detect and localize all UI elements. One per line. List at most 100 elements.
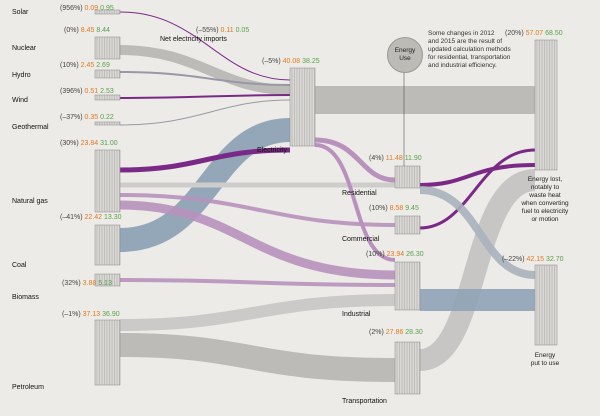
source-values-nuclear: (0%) 8.45 8.44	[64, 27, 110, 34]
bar-electricity	[289, 67, 316, 147]
output-2015-lost: 68.50	[545, 30, 563, 37]
source-pct-nuclear: (0%)	[64, 27, 79, 34]
source-name-natural-gas: Natural gas	[12, 198, 48, 205]
lost-line-1: Energy lost,	[527, 176, 563, 183]
use-pct-residential: (4%)	[369, 155, 384, 162]
lost-line-6: or motion	[531, 216, 559, 223]
source-2012-nuclear: 8.45	[80, 27, 95, 34]
source-name-geothermal: Geothermal	[12, 124, 49, 131]
flow-transportation-lost	[418, 169, 537, 371]
use-2015-commercial: 9.45	[405, 205, 419, 212]
flow-petroleum-transportation	[119, 333, 396, 382]
source-2012-hydro: 2.45	[80, 62, 95, 69]
flow-commercial-lost	[419, 148, 536, 230]
source-values-geothermal: (–37%) 0.35 0.22	[60, 114, 114, 121]
lost-line-4: when converting	[521, 200, 569, 207]
source-2015-coal: 13.30	[104, 214, 122, 221]
use-values-electricity: (–5%) 40.08 38.25	[262, 58, 320, 65]
method-note: Some changes in 2012 and 2015 are the re…	[428, 30, 511, 70]
source-name-nuclear: Nuclear	[12, 45, 37, 52]
use-2012-transportation: 27.86	[385, 329, 404, 336]
source-2012-solar: 0.09	[84, 5, 99, 12]
use-name-transportation: Transportation	[342, 398, 387, 405]
output-label-used: Energy put to use	[515, 352, 575, 368]
net-imports-name: Net electricity imports	[160, 36, 227, 43]
source-name-hydro: Hydro	[12, 72, 31, 79]
output-2015-used: 32.70	[546, 256, 564, 263]
bar-transportation	[394, 341, 421, 395]
source-2012-wind: 0.51	[84, 88, 99, 95]
source-2012-biomass: 3.88	[82, 280, 97, 287]
bar-geothermal	[94, 121, 121, 126]
use-pct-transportation: (2%)	[369, 329, 384, 336]
energy-use-line-2: Use	[399, 55, 411, 62]
source-values-wind: (396%) 0.51 2.53	[60, 88, 114, 95]
lost-line-2: notably to	[530, 184, 560, 191]
use-2015-industrial: 26.30	[406, 251, 424, 258]
source-2012-coal: 22.42	[84, 214, 103, 221]
lost-line-5: fuel to electricity	[521, 208, 569, 215]
source-pct-hydro: (10%)	[60, 62, 79, 69]
use-values-transportation: (2%) 27.86 28.30	[369, 329, 423, 336]
output-bars	[534, 39, 558, 346]
bar-petroleum	[94, 319, 121, 386]
flow-electricity-residential	[314, 137, 396, 183]
source-values-biomass: (32%) 3.88 5.13	[62, 280, 112, 287]
net-imports-pct: (–55%)	[196, 27, 219, 34]
flow-residential-used	[419, 186, 536, 279]
use-2012-residential: 11.48	[385, 155, 403, 162]
flow-gas-industrial	[119, 200, 396, 280]
source-pct-wind: (396%)	[60, 88, 83, 95]
output-label-lost: Energy lost, notably to waste heat when …	[498, 176, 592, 224]
source-values-natural-gas: (30%) 23.84 31.00	[60, 140, 118, 147]
use-2012-industrial: 23.94	[386, 251, 405, 258]
lost-line-3: waste heat	[529, 192, 561, 199]
note-line-3: updated calculation methods	[428, 46, 511, 53]
use-pct-commercial: (10%)	[369, 205, 388, 212]
source-pct-natural-gas: (30%)	[60, 140, 79, 147]
use-2012-commercial: 8.58	[389, 205, 404, 212]
source-values-solar: (956%) 0.09 0.95	[60, 5, 114, 12]
source-pct-biomass: (32%)	[62, 280, 81, 287]
use-2015-electricity: 38.25	[302, 58, 320, 65]
net-imports-values: (–55%) 0.11 0.05	[196, 27, 249, 34]
bar-nuclear	[94, 36, 121, 60]
use-values-commercial: (10%) 8.58 9.45	[369, 205, 419, 212]
flow-electricity-industrial	[314, 143, 396, 262]
source-pct-geothermal: (–37%)	[60, 114, 83, 121]
bar-energy-used	[534, 264, 558, 346]
source-2012-natural-gas: 23.84	[80, 140, 99, 147]
note-line-2: and 2015 are the result of	[428, 38, 503, 45]
use-2015-residential: 11.90	[404, 155, 422, 162]
use-values-industrial: (10%) 23.94 26.30	[366, 251, 424, 258]
source-values-coal: (–41%) 22.42 13.30	[60, 214, 122, 221]
flow-nuclear-electricity	[119, 45, 291, 95]
energy-use-line-1: Energy	[394, 47, 416, 54]
flow-gas-commercial	[119, 193, 396, 227]
note-line-1: Some changes in 2012	[428, 30, 495, 37]
source-pct-petroleum: (–1%)	[62, 311, 81, 318]
source-name-petroleum: Petroleum	[12, 384, 44, 391]
source-2012-petroleum: 37.13	[82, 311, 101, 318]
output-pct-lost: (20%)	[505, 30, 524, 37]
source-pct-coal: (–41%)	[60, 214, 83, 221]
use-pct-industrial: (10%)	[366, 251, 385, 258]
source-name-solar: Solar	[12, 9, 29, 16]
bar-hydro	[94, 69, 121, 79]
note-line-5: and industrial efficiency.	[428, 62, 497, 69]
energy-use-bubble: Energy Use	[387, 37, 423, 73]
flow-residential-lost	[419, 163, 536, 187]
flow-gas-electricity	[119, 147, 291, 173]
flow-hydro-electricity	[119, 71, 291, 86]
bar-natural-gas	[94, 149, 121, 213]
bar-commercial	[394, 215, 421, 235]
output-2012-used: 42.15	[526, 256, 545, 263]
flow-wind-electricity	[119, 94, 291, 99]
bar-solar	[94, 9, 121, 15]
output-values-lost: (20%) 57.07 68.50	[505, 30, 563, 37]
output-pct-used: (–22%)	[502, 256, 525, 263]
flow-petroleum-industrial	[119, 294, 396, 331]
flow-geothermal-electricity	[119, 99, 291, 126]
used-line-2: put to use	[530, 360, 560, 367]
use-2015-transportation: 28.30	[405, 329, 423, 336]
